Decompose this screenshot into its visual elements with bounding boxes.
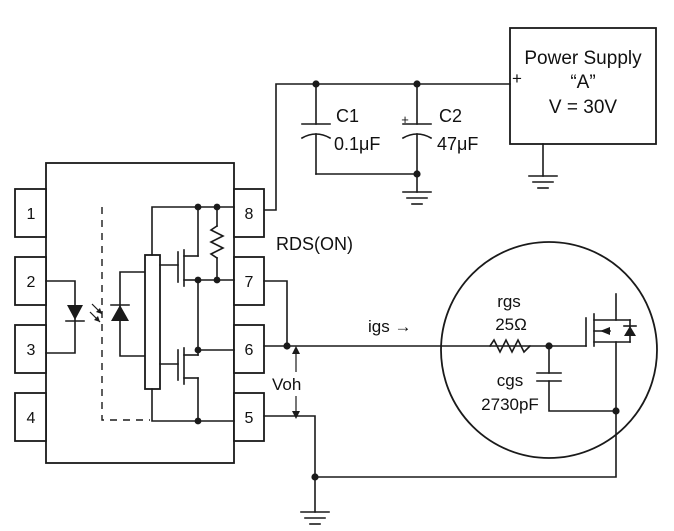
igs-label: igs → <box>368 317 411 336</box>
pin-number: 2 <box>27 274 36 291</box>
ic-pin-8 <box>233 188 265 238</box>
ic-pin-3 <box>14 324 47 374</box>
pin-number: 4 <box>27 410 36 427</box>
c2-value: 47μF <box>437 134 478 154</box>
c2-plus: + <box>401 112 409 127</box>
power-supply-title: Power Supply <box>524 48 642 69</box>
photodiode-icon <box>110 271 146 357</box>
power-mosfet-icon <box>548 293 637 412</box>
pin-number: 7 <box>245 274 254 291</box>
ic-pin-5 <box>233 392 265 442</box>
power-supply-voltage: V = 30V <box>549 97 617 118</box>
capacitor-c1: C1 0.1μF <box>300 83 380 175</box>
isolation-shield-line <box>101 207 150 421</box>
cgs-label: cgs <box>497 371 523 390</box>
junction-dot <box>311 473 319 481</box>
rds-on-label: RDS(ON) <box>276 234 353 254</box>
main-ground-icon <box>300 511 330 525</box>
pin-number: 5 <box>245 410 254 427</box>
junction-dot <box>194 276 202 284</box>
c1-value: 0.1μF <box>334 134 380 154</box>
voh-label: Voh <box>272 375 301 394</box>
load-return-wire <box>314 410 617 478</box>
pin-number: 1 <box>27 206 36 223</box>
power-supply-name: “A” <box>570 72 595 93</box>
junction-dot <box>194 346 202 354</box>
junction-dot <box>283 342 291 350</box>
pin7-wire <box>263 280 288 347</box>
voh-measurement: Voh <box>272 346 301 419</box>
internal-wire <box>151 388 199 422</box>
supply-ground-icon <box>528 175 558 189</box>
junction-dot <box>194 203 202 211</box>
c2-label: C2 <box>439 106 462 126</box>
load-model-circle <box>440 241 658 459</box>
cgs-return-wire <box>548 380 617 412</box>
ic-pin-2 <box>14 256 47 306</box>
internal-resistor-icon <box>209 206 225 281</box>
power-supply-plus: + <box>512 69 522 88</box>
ic-pin-6 <box>233 324 265 374</box>
ic-pin-4 <box>14 392 47 442</box>
ic-pin-1 <box>14 188 47 238</box>
optocoupler-ic: 1 2 3 4 5 6 7 8 <box>14 162 265 464</box>
cgs-value: 2730pF <box>481 395 539 414</box>
rgs-resistor-icon <box>488 338 532 354</box>
capacitor-ground-icon <box>402 191 432 205</box>
c1-label: C1 <box>336 106 359 126</box>
pin-number: 6 <box>245 342 254 359</box>
pin-number: 8 <box>245 206 254 223</box>
power-supply-box <box>509 27 657 145</box>
pin5-ground-wire <box>263 415 316 513</box>
power-supply: Power Supply “A” V = 30V + <box>509 27 657 189</box>
driver-amplifier-block <box>144 254 161 390</box>
lower-mosfet-icon <box>159 347 199 385</box>
ic-pin-7 <box>233 256 265 306</box>
capacitor-c2: + C2 47μF <box>401 83 478 193</box>
supply-rail-wire <box>263 83 511 211</box>
junction-dot <box>413 170 421 178</box>
pin-number: 3 <box>27 342 36 359</box>
input-led-icon <box>45 280 103 354</box>
junction-dot <box>194 417 202 425</box>
internal-supply-wire <box>151 206 235 256</box>
rgs-value: 25Ω <box>495 315 527 334</box>
mosfet-load-model: rgs 25Ω cgs 2730pF <box>440 241 658 459</box>
junction-dot <box>612 407 620 415</box>
rgs-label: rgs <box>497 292 521 311</box>
